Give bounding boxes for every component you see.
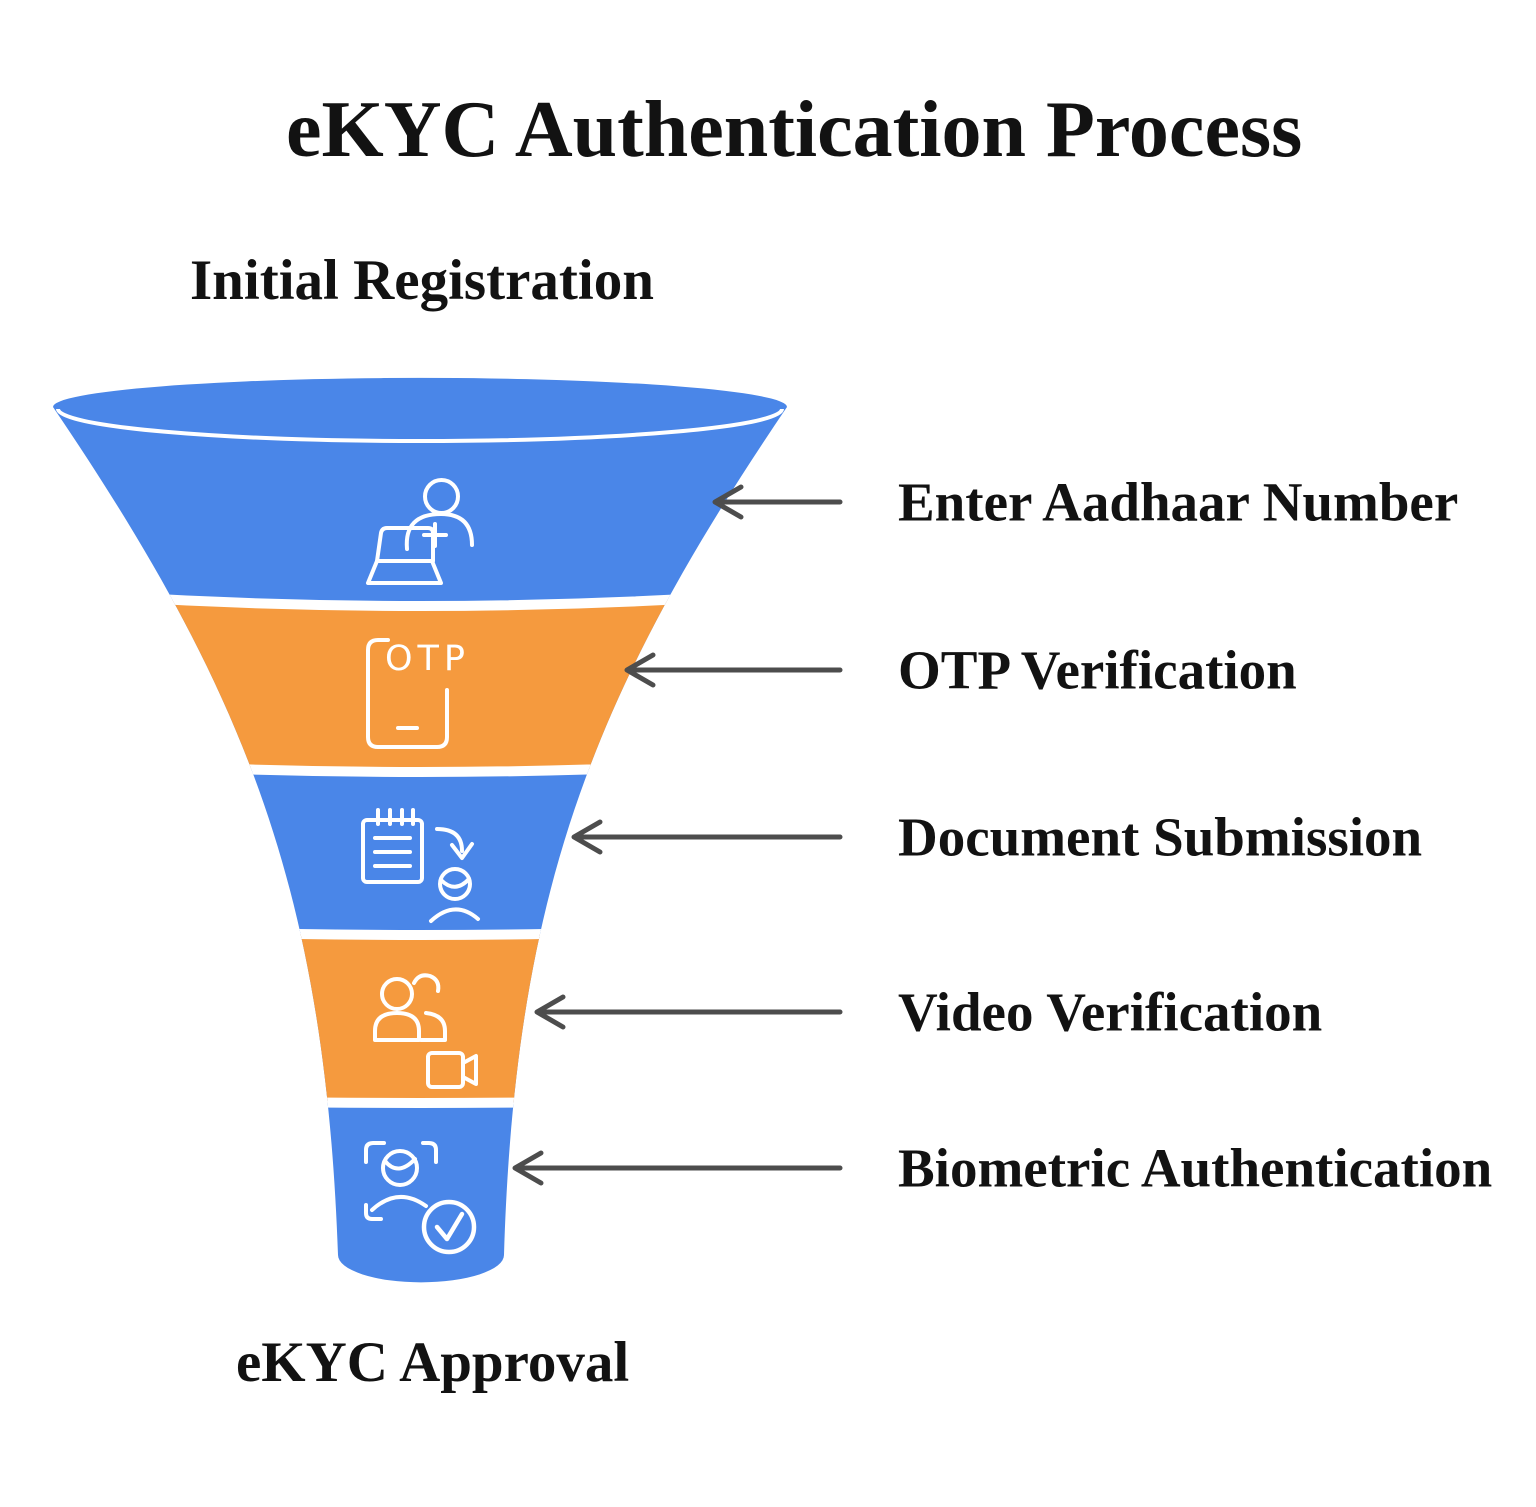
person-shoulders xyxy=(429,907,480,923)
face-head xyxy=(381,1149,419,1187)
funnel-rim-arc xyxy=(56,408,784,443)
face-shoulders xyxy=(370,1194,428,1212)
arrow-document-submission xyxy=(571,819,843,855)
transfer-arrowhead xyxy=(450,842,474,860)
front-person-head xyxy=(380,977,414,1011)
laptop-base xyxy=(366,559,443,585)
scan-bracket-bottom-left xyxy=(364,1203,383,1221)
stage-label-document-submission: Document Submission xyxy=(898,806,1423,868)
back-person-head xyxy=(412,973,441,993)
scan-bracket-top-right xyxy=(421,1141,438,1164)
camera-lens xyxy=(461,1054,478,1086)
arrow-otp-verification xyxy=(624,652,843,688)
stage-label-biometric-authentication: Biometric Authentication xyxy=(898,1137,1493,1199)
stage-label-otp-verification: OTP Verification xyxy=(898,639,1297,701)
face-head-band xyxy=(383,1157,417,1171)
camera-body xyxy=(426,1051,465,1089)
arrow-video-verification xyxy=(534,994,843,1030)
arrow-enter-aadhaar xyxy=(712,484,843,520)
stage-band-otp-verification xyxy=(53,590,787,772)
transfer-arrow xyxy=(435,827,464,853)
funnel-exit-label: eKYC Approval xyxy=(236,1331,630,1394)
back-person-body xyxy=(419,1011,447,1042)
face-scan-check-icon xyxy=(364,1141,477,1255)
notepad-lines xyxy=(373,836,412,868)
otp-icon-text: OTP xyxy=(385,639,470,679)
person-head xyxy=(438,867,472,901)
document-person-icon xyxy=(361,808,480,923)
user-body xyxy=(404,512,474,551)
front-person-body xyxy=(373,1011,421,1042)
laptop-screen xyxy=(375,526,435,563)
check-circle xyxy=(421,1199,477,1255)
notepad-rings xyxy=(376,808,415,826)
pointer-arrows xyxy=(512,484,843,1186)
arrow-biometric-authentication xyxy=(512,1150,843,1186)
check-mark xyxy=(434,1211,465,1242)
notepad xyxy=(361,818,424,884)
funnel-entry-label: Initial Registration xyxy=(190,249,654,312)
scan-bracket-top-left xyxy=(364,1141,386,1164)
otp-phone-icon: OTP xyxy=(366,638,470,749)
stage-label-enter-aadhaar: Enter Aadhaar Number xyxy=(898,471,1459,533)
video-call-icon xyxy=(373,973,478,1089)
phone-outline xyxy=(366,638,449,749)
user-registration-icon xyxy=(366,478,474,585)
person-head-band xyxy=(439,877,471,889)
stage-label-video-verification: Video Verification xyxy=(898,981,1323,1043)
page-title: eKYC Authentication Process xyxy=(286,86,1303,174)
